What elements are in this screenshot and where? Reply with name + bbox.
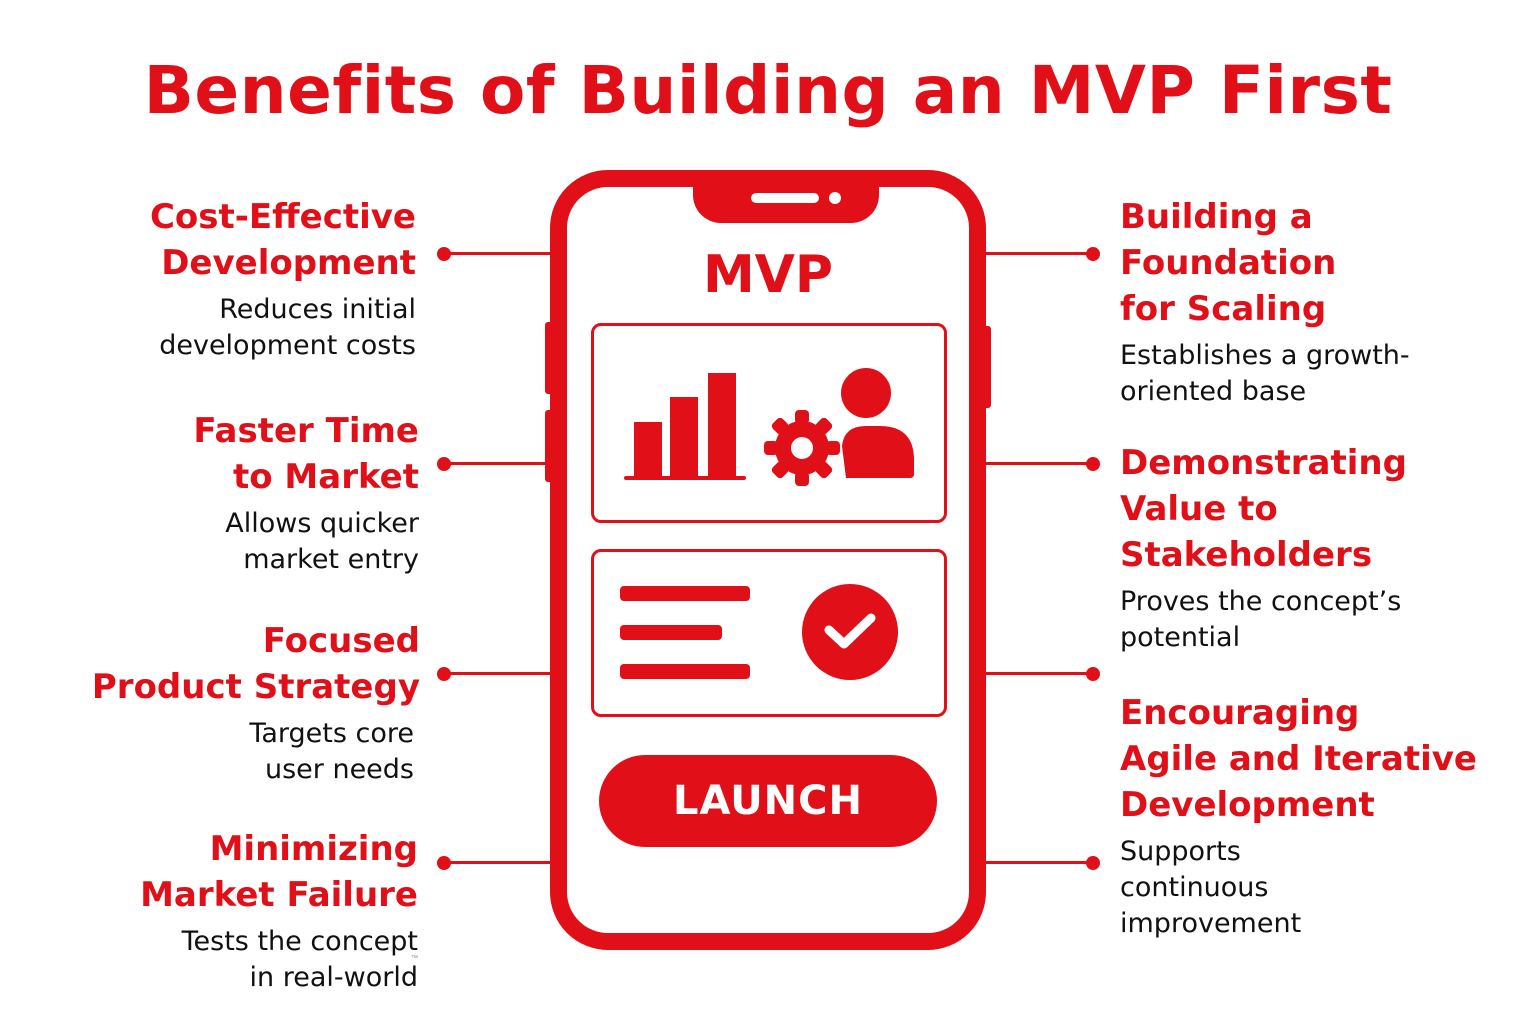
benefit-description: Targets core user needs — [249, 718, 414, 785]
benefit-title: Faster Time to Market — [193, 411, 419, 497]
connector-dot — [1086, 856, 1100, 870]
benefit-title: Building a Foundation for Scaling — [1120, 197, 1337, 329]
benefit-agile-iterative: Encouraging Agile and Iterative Developm… — [1120, 690, 1530, 942]
trademark-mark: ™ — [411, 955, 418, 962]
gear-user-icon — [764, 368, 914, 486]
benefit-description: Establishes a growth- oriented base — [1120, 340, 1410, 407]
phone-mockup: MVP — [550, 170, 986, 950]
benefit-title: Cost-Effective Development — [149, 197, 416, 283]
benefit-title: Demonstrating Value to Stakeholders — [1120, 443, 1407, 575]
check-circle-icon — [802, 584, 898, 680]
phone-side-button — [545, 322, 553, 394]
mvp-label: MVP — [702, 245, 834, 305]
analytics-panel — [591, 323, 947, 523]
phone-side-button — [545, 410, 553, 482]
phone-side-button — [983, 326, 991, 408]
benefit-cost-effective: Cost-Effective Development Reduces initi… — [0, 194, 416, 364]
benefit-description: Allows quicker market entry — [225, 508, 419, 575]
benefit-title: Encouraging Agile and Iterative Developm… — [1120, 693, 1477, 825]
text-lines-icon — [620, 586, 750, 679]
connector-line — [982, 861, 1092, 864]
connector-dot — [1086, 247, 1100, 261]
benefit-foundation-scaling: Building a Foundation for Scaling Establ… — [1120, 194, 1520, 410]
benefit-title: Minimizing Market Failure — [140, 829, 418, 915]
benefit-title: Focused Product Strategy — [91, 621, 420, 707]
benefit-description: Tests the concept in real-world — [181, 926, 418, 993]
checklist-panel — [591, 549, 947, 717]
benefit-minimizing-failure: Minimizing Market Failure Tests the conc… — [0, 826, 418, 996]
connector-line — [444, 252, 554, 255]
connector-line — [444, 672, 554, 675]
benefit-focused-strategy: Focused Product Strategy Targets core us… — [0, 618, 420, 788]
connector-line — [444, 462, 554, 465]
benefit-demonstrating-value: Demonstrating Value to Stakeholders Prov… — [1120, 440, 1520, 656]
connector-dot — [1086, 667, 1100, 681]
bar-chart-icon — [624, 373, 746, 480]
benefit-description: Supports continuous improvement — [1120, 836, 1302, 939]
page-title: Benefits of Building an MVP First — [143, 52, 1393, 129]
connector-line — [982, 252, 1092, 255]
connector-dot — [1086, 457, 1100, 471]
camera-icon — [829, 192, 841, 204]
benefit-faster-time: Faster Time to Market Allows quicker mar… — [0, 408, 419, 578]
connector-line — [982, 672, 1092, 675]
connector-line — [444, 861, 554, 864]
benefit-description: Reduces initial development costs — [159, 294, 416, 361]
phone-notch — [693, 185, 879, 223]
launch-button[interactable]: LAUNCH — [599, 755, 937, 847]
speaker-icon — [751, 193, 819, 203]
benefit-description: Proves the concept’s potential — [1120, 586, 1402, 653]
connector-line — [982, 462, 1092, 465]
